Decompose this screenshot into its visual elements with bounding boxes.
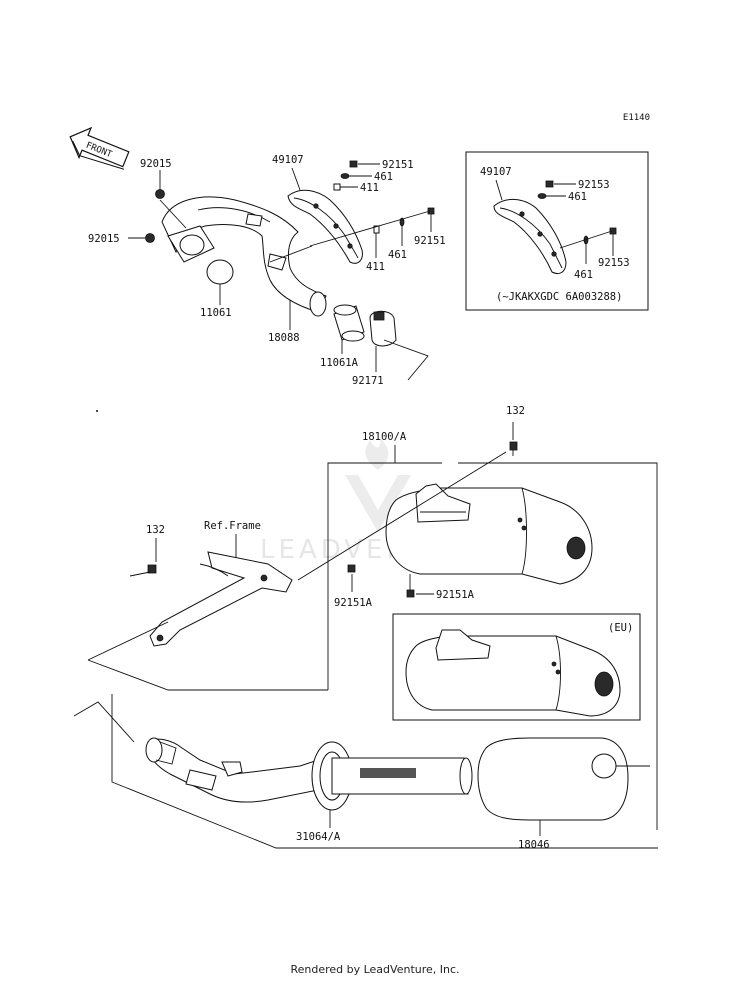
bolt-92151A-left [347, 564, 356, 573]
collar-411-right [373, 225, 380, 234]
label-92015-top: 92015 [140, 158, 172, 170]
label-461-top: 461 [374, 171, 393, 183]
label-11061A: 11061A [320, 357, 359, 369]
bolt-132-left [147, 564, 157, 574]
heat-guard-49107-inset [493, 199, 567, 275]
label-92171: 92171 [352, 375, 384, 387]
muffler-eu [405, 629, 621, 717]
label-92151-right: 92151 [414, 235, 446, 247]
label-132-left: 132 [146, 524, 165, 536]
silencer-inner-tube [311, 741, 473, 811]
inset-note: (~JKAKXGDC 6A003288) [496, 291, 622, 303]
label-92153-right: 92153 [598, 257, 630, 269]
label-18100A: 18100/A [362, 431, 407, 443]
heat-guard-49107 [287, 189, 363, 264]
diagram-code: E1140 [623, 113, 650, 123]
nut-92015-left [145, 233, 155, 243]
label-461-inset-top: 461 [568, 191, 587, 203]
muffler-body-18046 [477, 737, 629, 821]
label-92015-left: 92015 [88, 233, 120, 245]
header-pipe [161, 196, 327, 317]
label-92153-top: 92153 [578, 179, 610, 191]
label-31064A: 31064/A [296, 831, 341, 843]
nut-92015-top [155, 189, 165, 199]
label-18046: 18046 [518, 839, 550, 851]
bolt-132-top [509, 441, 518, 456]
eu-label: (EU) [608, 622, 633, 634]
mid-pipe [145, 737, 319, 803]
gasket-11061 [206, 259, 234, 285]
perforation [360, 768, 416, 778]
muffler-main [385, 483, 593, 585]
label-92151A-left: 92151A [334, 597, 373, 609]
washer-461-inset-top [537, 193, 547, 199]
label-461-inset-right: 461 [574, 269, 593, 281]
label-49107-inset: 49107 [480, 166, 512, 178]
label-411-right: 411 [366, 261, 385, 273]
inset-box: 49107 92153 461 92153 461 (~JKAKXGD [465, 151, 649, 311]
collar-411-top [333, 183, 341, 191]
bolt-92151A-right [406, 589, 415, 598]
eu-variant-box: (EU) [392, 613, 641, 721]
gasket-11061A [333, 304, 365, 342]
bolt-92151-top [349, 160, 358, 168]
label-92151A-right: 92151A [436, 589, 475, 601]
label-49107-main: 49107 [272, 154, 304, 166]
label-411-top: 411 [360, 182, 379, 194]
washer-461-top [340, 173, 350, 179]
label-11061: 11061 [200, 307, 232, 319]
label-461-right: 461 [388, 249, 407, 261]
label-18088: 18088 [268, 332, 300, 344]
clamp-92171 [369, 310, 397, 347]
footer-credit: Rendered by LeadVenture, Inc. [290, 963, 459, 976]
ref-frame-label: Ref.Frame [204, 520, 261, 532]
bolt-92153-top [545, 180, 554, 188]
front-arrow-icon: FRONT [69, 126, 130, 170]
frame-bracket [149, 551, 293, 647]
label-92151-top: 92151 [382, 159, 414, 171]
label-132-top: 132 [506, 405, 525, 417]
